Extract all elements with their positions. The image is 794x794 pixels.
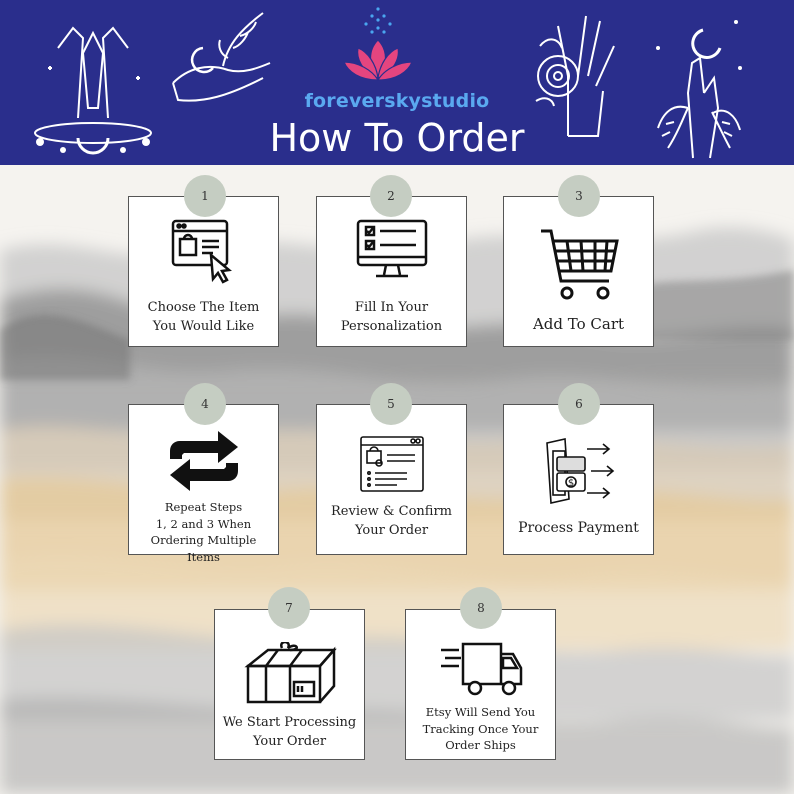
step-label-line1: Fill In Your [354,300,429,315]
brand-name: foreverskystudio [304,90,490,112]
step-label-line1: Review & Confirm [331,504,452,519]
step-label: Process Payment [508,518,649,538]
delivery-truck-icon [406,638,555,718]
step-number-badge: 3 [558,175,600,217]
step-label: Etsy Will Send You Tracking Once Your Or… [410,704,551,754]
step-label-line1: Process Payment [518,520,639,536]
step-label-line2: Personalization [340,318,443,334]
step-label-line2: Tracking Once Your [422,721,539,736]
step-label-line1: Add To Cart [532,315,625,333]
step-label-line2: Your Order [252,733,327,749]
step-number-badge: 2 [370,175,412,217]
step-number-badge: 7 [268,587,310,629]
review-window-icon [317,433,466,513]
step-number-badge: 8 [460,587,502,629]
step-label-line1: Repeat Steps [164,500,243,514]
header-banner: foreverskystudio How To Order [0,0,794,165]
lotus-logo-icon [343,7,413,81]
hands-crystal-moon-icon [34,26,152,155]
step-label-line2: You Would Like [152,318,255,334]
hand-moon-leaves-icon [172,12,271,102]
svg-text:$: $ [567,478,573,489]
step-label: We Start Processing Your Order [219,714,360,752]
step-card-5: Review & Confirm Your Order [316,404,467,555]
step-label-line1: We Start Processing [222,715,357,730]
hand-crescent-moon-icon [656,20,742,159]
step-card-2: Fill In Your Personalization [316,196,467,347]
page-title: How To Order [269,116,525,160]
monitor-checklist-icon [317,215,466,295]
step-number-badge: 5 [370,383,412,425]
shopping-cart-icon [504,225,653,305]
step-card-1: Choose The Item You Would Like [128,196,279,347]
step-label-line3: Order Ships [445,738,516,753]
browser-shopping-icon [129,215,278,295]
repeat-arrows-icon [129,429,278,509]
step-label-line2: Your Order [354,522,429,538]
step-number-badge: 1 [184,175,226,217]
step-label: Review & Confirm Your Order [321,503,462,541]
step-label: Fill In Your Personalization [321,299,462,337]
step-label: Add To Cart [508,314,649,336]
step-card-3: Add To Cart [503,196,654,347]
step-card-8: Etsy Will Send You Tracking Once Your Or… [405,609,556,760]
step-label: Repeat Steps 1, 2 and 3 When Ordering Mu… [133,499,274,566]
package-box-icon [215,642,364,722]
step-card-4: Repeat Steps 1, 2 and 3 When Ordering Mu… [128,404,279,564]
step-label-line2: 1, 2 and 3 When [155,516,252,531]
hand-flowers-icon [535,15,615,137]
step-card-6: $ Process Payment [503,404,654,555]
step-label-line1: Etsy Will Send You [425,705,536,719]
step-label-line1: Choose The Item [147,300,260,315]
step-number-badge: 6 [558,383,600,425]
step-number-badge: 4 [184,383,226,425]
step-label-line3: Ordering Multiple Items [150,533,257,565]
step-label: Choose The Item You Would Like [133,299,274,337]
payment-terminal-icon: $ [504,435,653,515]
step-card-7: We Start Processing Your Order [214,609,365,760]
